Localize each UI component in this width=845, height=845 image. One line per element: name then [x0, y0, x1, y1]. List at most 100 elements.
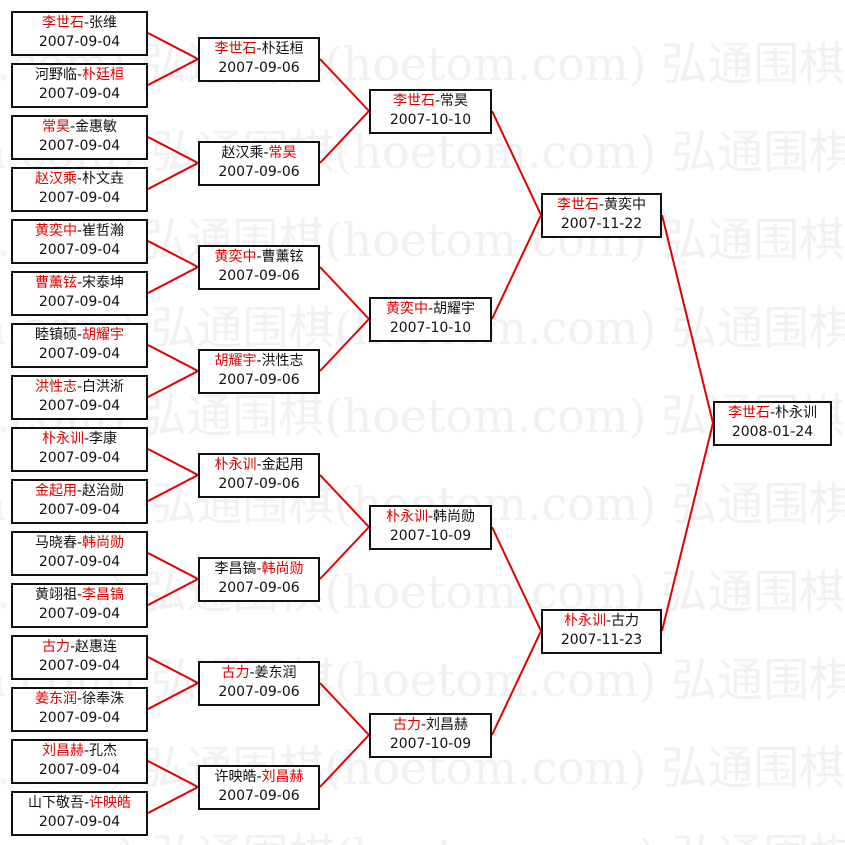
loser-name: 朴永训	[775, 405, 818, 421]
connector-line	[319, 734, 370, 788]
separator: -	[76, 171, 83, 187]
connector-line	[147, 32, 199, 60]
loser-name: 许映皓	[214, 769, 257, 785]
connector-line	[147, 578, 199, 606]
separator: -	[263, 145, 269, 161]
match-date: 2007-09-06	[218, 164, 300, 180]
winner-name: 李世石	[556, 197, 599, 213]
separator: -	[76, 691, 83, 707]
winner-name: 古力	[221, 665, 250, 681]
separator: -	[83, 743, 90, 759]
winner-name: 黄奕中	[214, 249, 257, 265]
connector-line	[147, 656, 199, 684]
match-players: 洪性志-白洪淅	[13, 378, 146, 397]
loser-name: 朴文垚	[82, 171, 125, 187]
separator: -	[256, 457, 262, 473]
connector-line	[147, 240, 199, 268]
match-players: 赵汉乘-常昊	[200, 144, 318, 163]
separator: -	[249, 665, 255, 681]
match-players: 睦镇硕-胡耀宇	[13, 326, 146, 345]
match-players: 常昊-金惠敏	[13, 118, 146, 137]
loser-name: 曹薰铉	[261, 249, 304, 265]
loser-name: 马晓春	[34, 535, 77, 551]
match-players: 朴永训-金起用	[200, 456, 318, 475]
winner-name: 朴永训	[214, 457, 257, 473]
separator: -	[256, 41, 262, 57]
match-date: 2007-09-04	[38, 710, 121, 726]
match-date: 2007-09-04	[38, 190, 121, 206]
connector-line	[319, 266, 370, 320]
loser-name: 金惠敏	[75, 119, 118, 135]
match-date: 2007-11-23	[560, 632, 643, 648]
loser-name: 徐奉洙	[82, 691, 125, 707]
match-date: 2007-09-04	[38, 86, 121, 102]
connector-line	[147, 448, 199, 476]
winner-name: 刘昌赫	[261, 769, 304, 785]
loser-name: 河野临	[34, 67, 77, 83]
connector-line	[319, 526, 370, 580]
separator: -	[76, 223, 83, 239]
match-players: 李世石-朴廷桓	[200, 40, 318, 59]
winner-name: 韩尚勋	[261, 561, 304, 577]
separator: -	[69, 119, 76, 135]
connector-line	[147, 162, 199, 190]
separator: -	[256, 353, 262, 369]
winner-name: 朴永训	[563, 613, 606, 629]
match-players: 山下敬吾-许映皓	[13, 794, 146, 813]
separator: -	[76, 275, 83, 291]
connector-line	[661, 422, 714, 632]
separator: -	[83, 795, 90, 811]
winner-name: 朴永训	[41, 431, 84, 447]
match-players: 朴永训-韩尚勋	[371, 508, 490, 527]
winner-name: 朴永训	[385, 509, 428, 525]
match-players: 古力-赵惠连	[13, 638, 146, 657]
match-players: 李世石-黄奕中	[543, 196, 660, 215]
connector-line	[147, 370, 199, 398]
match-players: 古力-姜东润	[200, 664, 318, 683]
match-date: 2007-09-06	[218, 580, 300, 596]
separator: -	[598, 197, 605, 213]
loser-name: 赵惠连	[75, 639, 118, 655]
match-date: 2007-09-04	[38, 346, 121, 362]
loser-name: 睦镇硕	[34, 327, 77, 343]
loser-name: 胡耀宇	[433, 301, 476, 317]
separator: -	[427, 509, 434, 525]
loser-name: 李昌镐	[214, 561, 257, 577]
loser-name: 黄奕中	[604, 197, 647, 213]
match-date: 2007-09-04	[38, 658, 121, 674]
match-date: 2007-09-06	[218, 60, 300, 76]
separator: -	[256, 249, 262, 265]
connector-line	[491, 214, 542, 320]
connector-line	[147, 552, 199, 580]
winner-name: 金起用	[34, 483, 77, 499]
winner-name: 胡耀宇	[82, 327, 125, 343]
match-players: 李世石-常昊	[371, 92, 490, 111]
match-date: 2007-09-06	[218, 268, 300, 284]
loser-name: 白洪淅	[82, 379, 125, 395]
loser-name: 赵汉乘	[221, 145, 264, 161]
match-players: 古力-刘昌赫	[371, 716, 490, 735]
match-date: 2007-10-10	[389, 320, 472, 336]
match-date: 2007-09-04	[38, 294, 121, 310]
winner-name: 黄奕中	[385, 301, 428, 317]
winner-name: 李世石	[392, 93, 435, 109]
connector-line	[491, 526, 542, 632]
watermark-row: 弘通围棋(hoetom.com) 弘通围棋(hoetom.com) 弘通围棋(h…	[0, 829, 845, 845]
match-date: 2007-10-10	[389, 112, 472, 128]
match-date: 2007-09-04	[38, 814, 121, 830]
